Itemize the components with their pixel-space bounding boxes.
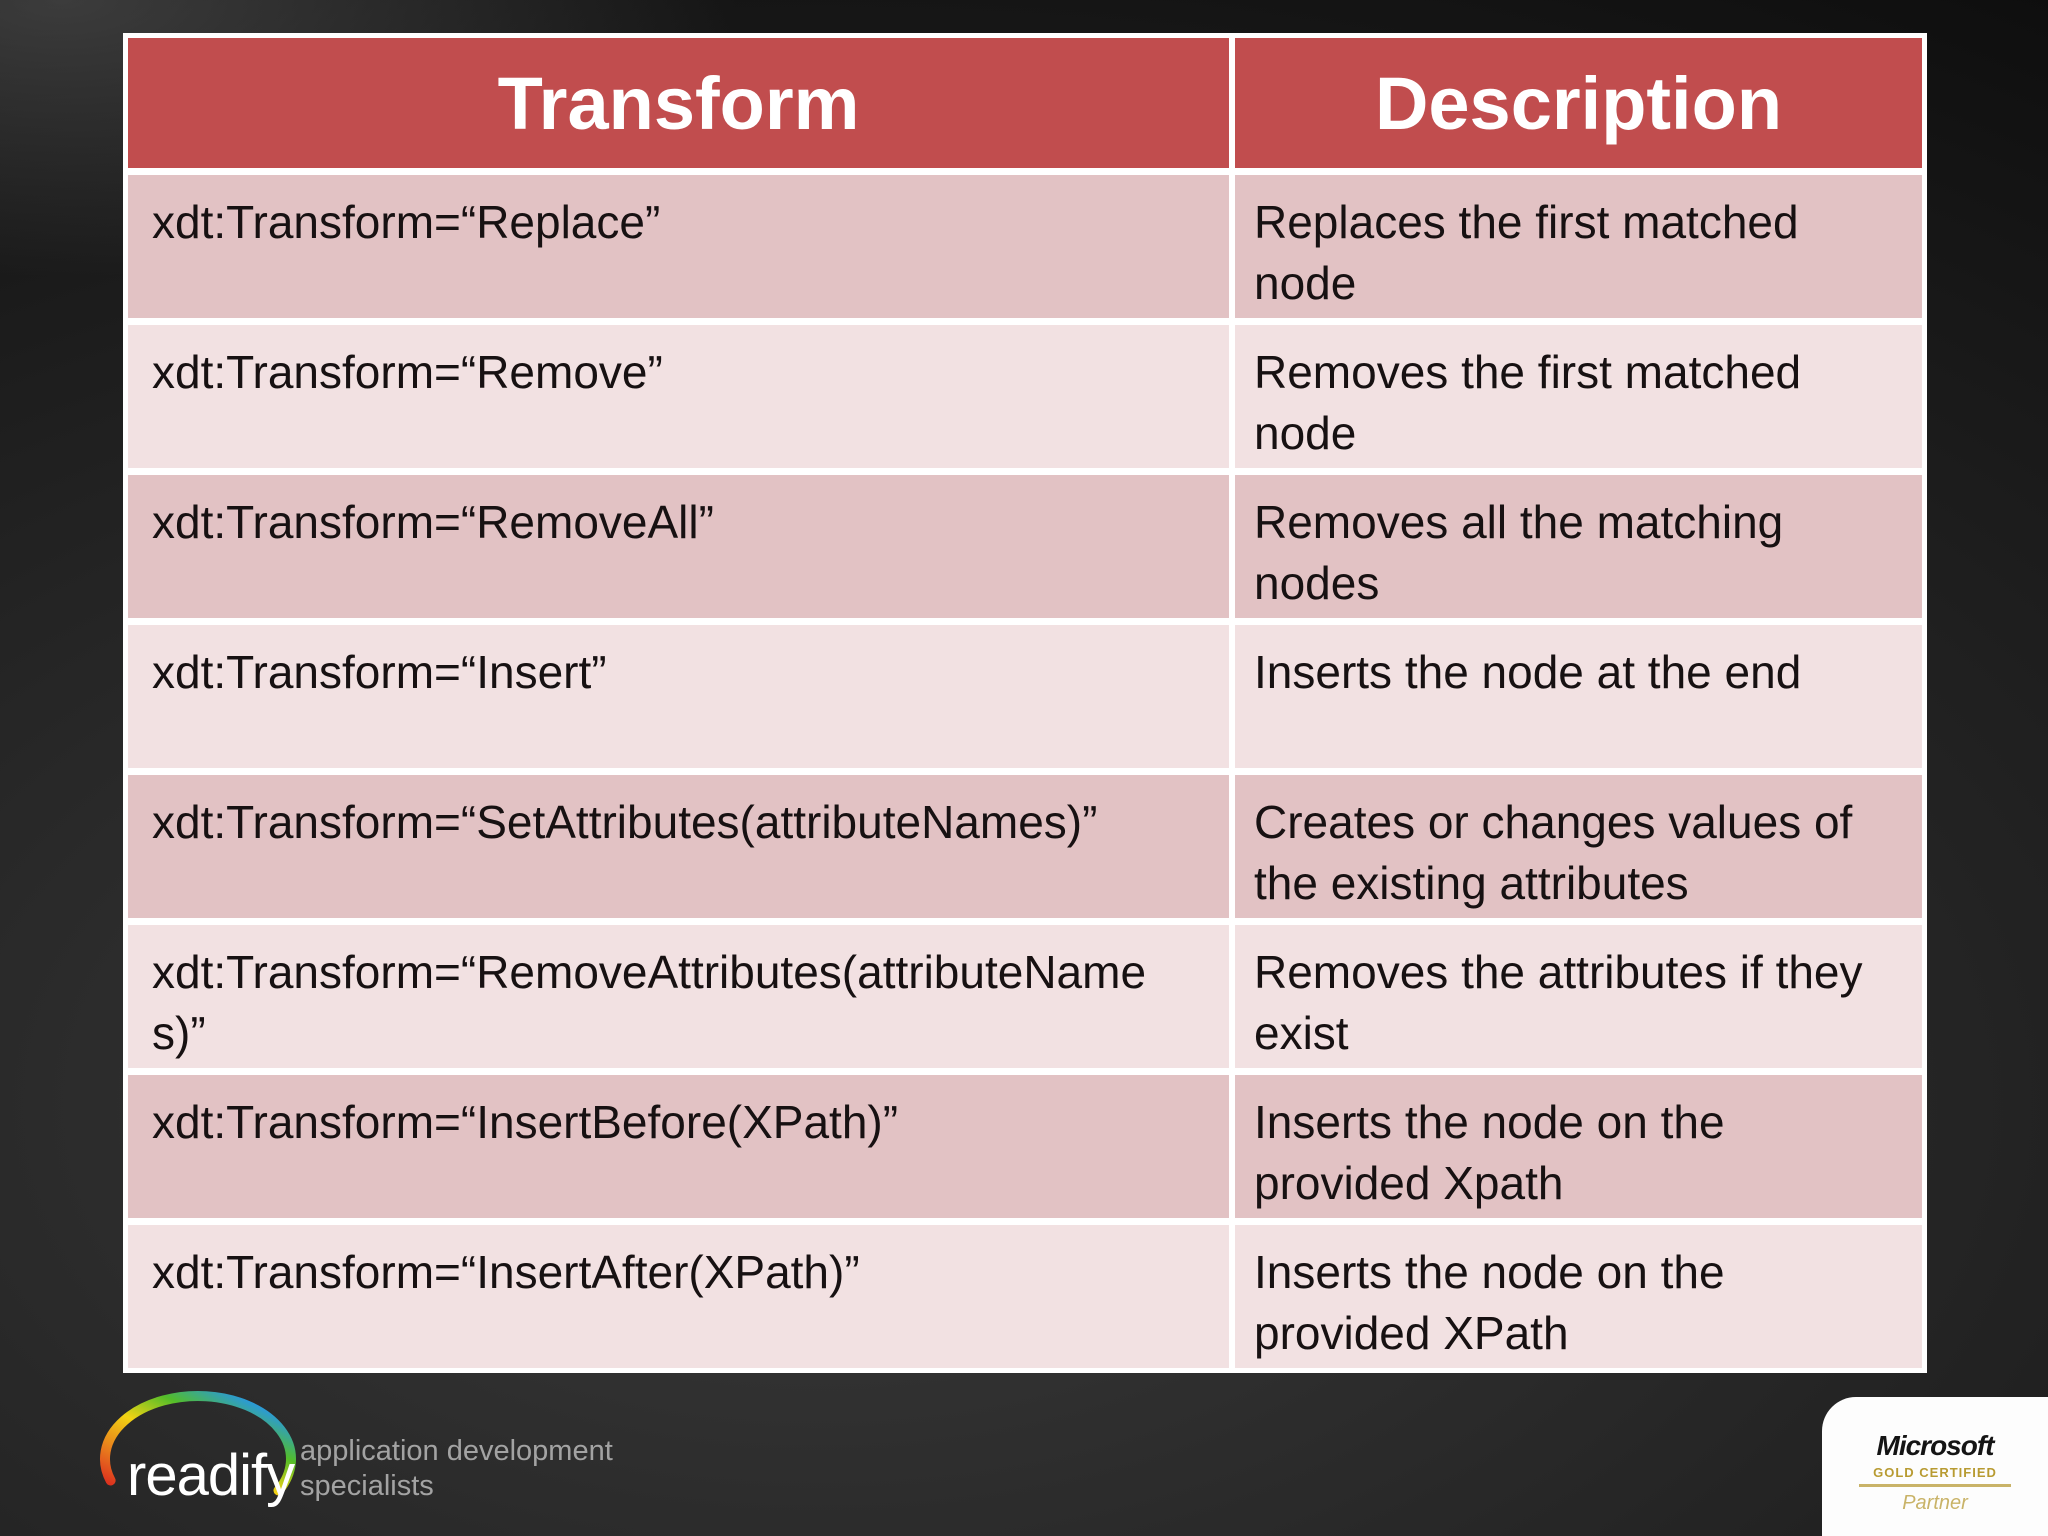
readify-tagline-line2: specialists [300,1470,434,1502]
transform-cell: xdt:Transform=“InsertBefore(XPath)” [128,1075,1229,1218]
transform-cell: xdt:Transform=“RemoveAll” [128,475,1229,618]
transform-cell: xdt:Transform=“Remove” [128,325,1229,468]
column-header-transform: Transform [128,38,1229,168]
description-cell: Inserts the node on the provided Xpath [1235,1075,1922,1218]
transform-table: Transform Description xdt:Transform=“Rep… [123,33,1927,1373]
transform-cell: xdt:Transform=“SetAttributes(attributeNa… [128,775,1229,918]
transform-cell: xdt:Transform=“RemoveAttributes(attribut… [128,925,1229,1068]
readify-logo: readify application development speciali… [85,1385,645,1535]
transform-cell: xdt:Transform=“Replace” [128,175,1229,318]
table-row: xdt:Transform=“Insert” Inserts the node … [128,625,1922,768]
table-row: xdt:Transform=“Remove” Removes the first… [128,325,1922,468]
microsoft-certification-label: GOLD CERTIFIED [1873,1465,1997,1480]
description-cell: Inserts the node at the end [1235,625,1922,768]
table-row: xdt:Transform=“Replace” Replaces the fir… [128,175,1922,318]
readify-tagline-line1: application development [300,1435,613,1467]
readify-wordmark: readify [127,1443,295,1508]
description-cell: Removes all the matching nodes [1235,475,1922,618]
microsoft-partner-label: Partner [1902,1492,1968,1514]
table-row: xdt:Transform=“InsertAfter(XPath)” Inser… [128,1225,1922,1368]
gold-rule [1859,1484,2011,1487]
description-cell: Removes the attributes if they exist [1235,925,1922,1068]
table-row: xdt:Transform=“RemoveAttributes(attribut… [128,925,1922,1068]
table-row: xdt:Transform=“InsertBefore(XPath)” Inse… [128,1075,1922,1218]
table-row: xdt:Transform=“RemoveAll” Removes all th… [128,475,1922,618]
description-cell: Inserts the node on the provided XPath [1235,1225,1922,1368]
description-cell: Removes the first matched node [1235,325,1922,468]
table-row: xdt:Transform=“SetAttributes(attributeNa… [128,775,1922,918]
readify-swoosh-icon: readify [100,1391,296,1508]
transform-cell: xdt:Transform=“Insert” [128,625,1229,768]
microsoft-brand: Microsoft [1876,1430,1995,1461]
transform-cell: xdt:Transform=“InsertAfter(XPath)” [128,1225,1229,1368]
table-header-row: Transform Description [128,38,1922,168]
description-cell: Creates or changes values of the existin… [1235,775,1922,918]
readify-tagline: application development specialists [300,1434,613,1504]
column-header-description: Description [1235,38,1922,168]
description-cell: Replaces the first matched node [1235,175,1922,318]
microsoft-partner-badge: Microsoft GOLD CERTIFIED Partner [1822,1397,2048,1536]
